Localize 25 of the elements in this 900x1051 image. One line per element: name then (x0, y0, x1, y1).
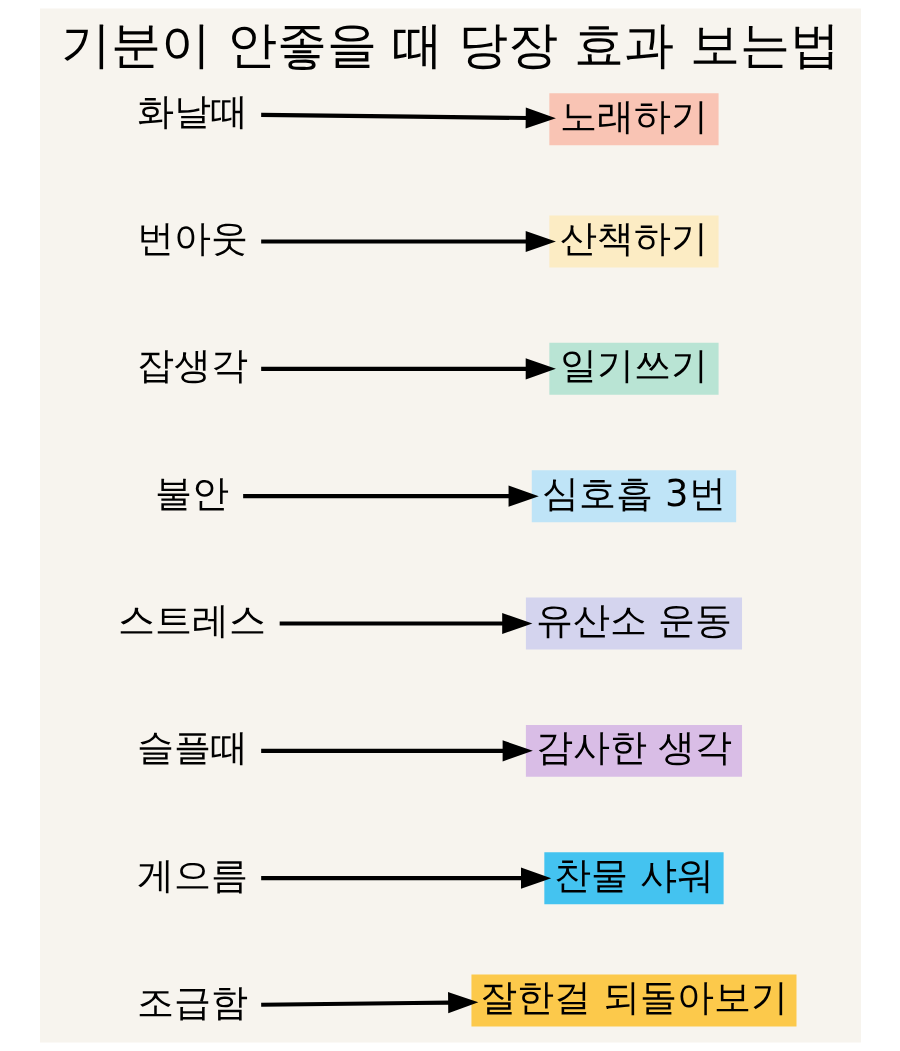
arrow (260, 740, 533, 762)
node-box: 유산소 운동 (525, 597, 742, 650)
node-box: 잘한걸 되돌아보기 (470, 974, 796, 1027)
arrow (260, 107, 556, 129)
arrow (242, 485, 539, 507)
node-box: 노래하기 (548, 93, 719, 146)
arrow (279, 612, 532, 635)
node-text: 조급함 (136, 980, 248, 1024)
node-text: 슬플때 (136, 726, 248, 770)
diagram-title: 기분이 안좋을 때 당장 효과 보는법 (60, 15, 840, 75)
arrow (260, 867, 551, 889)
node-text: 스트레스 (117, 598, 266, 642)
node-box: 심호흡 3번 (531, 470, 736, 523)
node-text: 번아웃 (136, 216, 248, 260)
node-text: 화날때 (136, 89, 248, 133)
node-box: 감사한 생각 (525, 724, 742, 777)
node-text: 불안 (154, 471, 229, 515)
node-box: 일기쓰기 (548, 342, 719, 395)
node-box: 찬물 샤워 (543, 852, 724, 905)
arrow (260, 230, 556, 253)
arrow (260, 992, 478, 1014)
node-text: 게으름 (136, 853, 248, 897)
node-box: 산책하기 (548, 215, 719, 268)
arrow (260, 358, 556, 380)
node-text: 잡생각 (136, 344, 248, 388)
